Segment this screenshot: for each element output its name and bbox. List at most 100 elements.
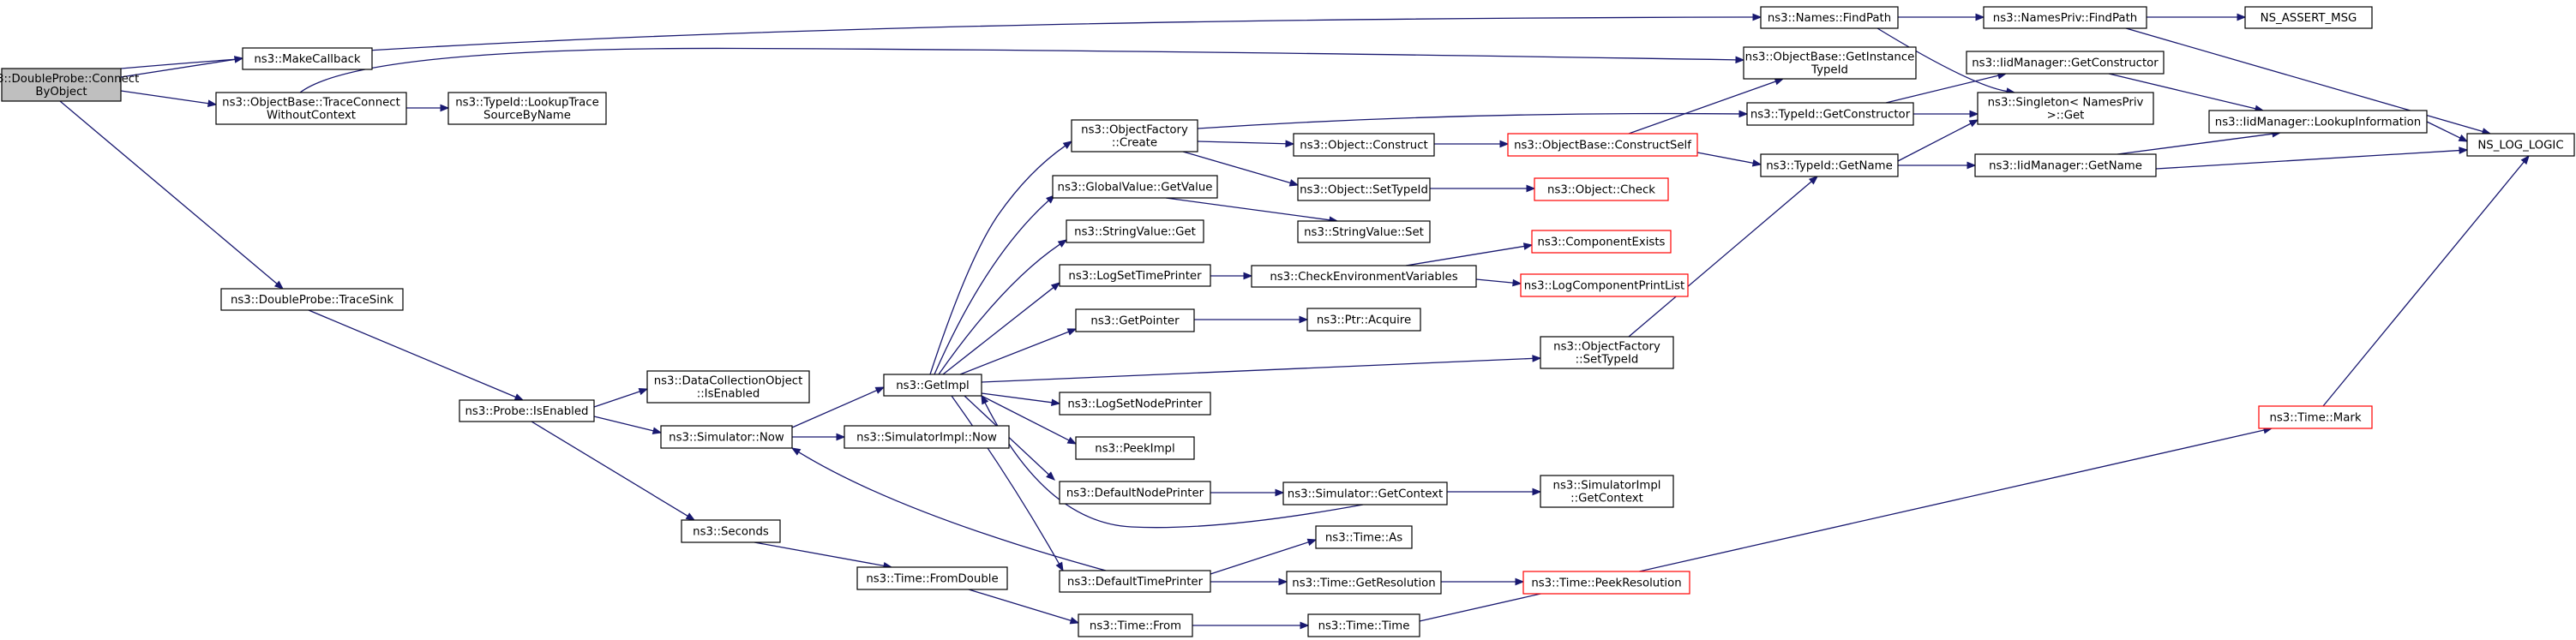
node-timemark[interactable]: ns3::Time::Mark: [2258, 405, 2373, 429]
node-getimpl[interactable]: ns3::GetImpl: [883, 374, 982, 397]
node-objcheck[interactable]: ns3::Object::Check: [1534, 177, 1669, 201]
node-timeas[interactable]: ns3::Time::As: [1315, 525, 1413, 549]
node-simimplgetcontext[interactable]: ns3::SimulatorImpl::GetContext: [1540, 475, 1674, 508]
edge-root-to-traceconnect: [120, 90, 218, 107]
edge-typeidgetctor-to-singletonget: [1913, 110, 1979, 118]
edge-iidgetname-to-iidlookupinfo: [2117, 129, 2282, 155]
node-label: ns3::Time::PeekResolution: [1531, 577, 1681, 590]
edge-isenabled-to-dcoisenabled: [593, 387, 649, 408]
node-namesfindpath[interactable]: ns3::Names::FindPath: [1760, 6, 1899, 29]
edge-namesfindpath-to-namesprivfindpath: [1898, 13, 1985, 21]
node-ptracquire[interactable]: ns3::Ptr::Acquire: [1306, 308, 1421, 332]
node-simimplnow[interactable]: ns3::SimulatorImpl::Now: [844, 425, 1010, 449]
node-traceconnect[interactable]: ns3::ObjectBase::TraceConnectWithoutCont…: [215, 92, 407, 125]
node-simgetcontext[interactable]: ns3::Simulator::GetContext: [1282, 481, 1448, 505]
node-label: ns3::IidManager::GetConstructor: [1972, 57, 2159, 70]
node-label: ns3::IidManager::LookupInformation: [2215, 117, 2421, 129]
node-label: ns3::LogSetNodePrinter: [1067, 398, 1203, 411]
node-label: TypeId: [1810, 64, 1848, 77]
node-label: ns3::Singleton< NamesPriv: [1988, 97, 2144, 110]
node-label: >::Get: [2047, 110, 2085, 123]
edge-simnow-to-simimplnow: [792, 433, 846, 441]
node-stringvalueget[interactable]: ns3::StringValue::Get: [1066, 219, 1204, 243]
node-ofsettypeid[interactable]: ns3::ObjectFactory::SetTypeId: [1540, 336, 1674, 369]
node-objsettypeid[interactable]: ns3::Object::SetTypeId: [1297, 177, 1431, 201]
node-timetime[interactable]: ns3::Time::Time: [1307, 613, 1420, 637]
node-constructself[interactable]: ns3::ObjectBase::ConstructSelf: [1507, 133, 1698, 157]
edge-timegetres-to-peekresolution: [1441, 577, 1525, 586]
node-seconds[interactable]: ns3::Seconds: [681, 519, 781, 543]
edge-getimpl-to-objfactorycreate: [929, 141, 1073, 375]
edge-isenabled-to-simnow: [593, 416, 663, 434]
node-nsloglogic[interactable]: NS_LOG_LOGIC: [2466, 133, 2575, 157]
edge-objfactorycreate-to-objsettypeid: [1182, 151, 1300, 187]
edge-ofsettypeid-to-typeidgetname: [1628, 176, 1819, 338]
node-label: ns3::GetImpl: [896, 380, 969, 392]
node-nsassertmsg[interactable]: NS_ASSERT_MSG: [2244, 6, 2373, 29]
node-timegetres[interactable]: ns3::Time::GetResolution: [1286, 571, 1442, 595]
node-label: ns3::DefaultTimePrinter: [1067, 576, 1204, 589]
edge-checkenv-to-compexists: [1405, 242, 1534, 266]
node-label: ns3::Object::Check: [1547, 184, 1655, 197]
node-label: ns3::GetPointer: [1090, 315, 1180, 328]
node-label: ns3::Names::FindPath: [1768, 12, 1891, 25]
node-typeidgetctor[interactable]: ns3::TypeId::GetConstructor: [1746, 102, 1914, 126]
node-iidlookupinfo[interactable]: ns3::IidManager::LookupInformation: [2208, 110, 2428, 134]
node-fromdouble[interactable]: ns3::Time::FromDouble: [856, 566, 1008, 590]
node-label: ::Create: [1112, 137, 1157, 150]
node-label: NS_ASSERT_MSG: [2261, 12, 2357, 25]
node-defaulttimeprinter[interactable]: ns3::DefaultTimePrinter: [1059, 570, 1211, 593]
node-gvgetvalue[interactable]: ns3::GlobalValue::GetValue: [1052, 175, 1218, 199]
node-label: ns3::Time::GetResolution: [1292, 577, 1435, 590]
node-iidgetname[interactable]: ns3::IidManager::GetName: [1974, 153, 2157, 177]
node-compexists[interactable]: ns3::ComponentExists: [1531, 230, 1672, 254]
node-stringvalueset[interactable]: ns3::StringValue::Set: [1297, 220, 1431, 243]
node-logsetnodeprinter[interactable]: ns3::LogSetNodePrinter: [1059, 392, 1211, 416]
node-label: ns3::Ptr::Acquire: [1317, 314, 1411, 327]
node-label: ns3::NamesPriv::FindPath: [1993, 12, 2137, 25]
edge-tracesink-to-isenabled: [308, 309, 525, 401]
node-objfactorycreate[interactable]: ns3::ObjectFactory::Create: [1071, 119, 1198, 153]
node-typeidgetname[interactable]: ns3::TypeId::GetName: [1760, 153, 1899, 177]
node-label: ns3::ObjectBase::GetInstance: [1745, 51, 1915, 64]
node-simnow[interactable]: ns3::Simulator::Now: [660, 425, 793, 449]
node-checkenv[interactable]: ns3::CheckEnvironmentVariables: [1251, 265, 1477, 288]
edge-timefrom-to-timetime: [1192, 621, 1310, 630]
node-logcompprintlist[interactable]: ns3::LogComponentPrintList: [1520, 273, 1689, 297]
node-singletonget[interactable]: ns3::Singleton< NamesPriv>::Get: [1977, 92, 2154, 125]
edge-getimpl-to-logsetnodeprinter: [981, 392, 1061, 407]
node-label: ns3::TypeId::LookupTrace: [455, 97, 599, 110]
node-label: WithoutContext: [267, 110, 356, 123]
node-objconstruct[interactable]: ns3::Object::Construct: [1293, 133, 1435, 157]
edge-getimpl-to-ofsettypeid: [981, 355, 1542, 383]
node-timefrom[interactable]: ns3::Time::From: [1078, 613, 1193, 637]
node-isenabled[interactable]: ns3::Probe::IsEnabled: [459, 399, 595, 422]
node-defaultnodeprinter[interactable]: ns3::DefaultNodePrinter: [1059, 481, 1211, 505]
node-label: ns3::DoubleProbe::TraceSink: [231, 294, 393, 307]
node-logsettimeprinter[interactable]: ns3::LogSetTimePrinter: [1059, 264, 1211, 287]
node-label: NS_LOG_LOGIC: [2477, 140, 2563, 153]
edge-simnow-to-getimpl: [791, 386, 886, 428]
node-label: ns3::TypeId::GetConstructor: [1750, 109, 1911, 122]
edge-getimpl-to-gvgetvalue: [934, 194, 1056, 375]
node-dcoisenabled[interactable]: ns3::DataCollectionObject::IsEnabled: [646, 370, 810, 404]
node-peekimpl[interactable]: ns3::PeekImpl: [1075, 436, 1195, 460]
node-getpointer[interactable]: ns3::GetPointer: [1075, 308, 1195, 332]
edge-seconds-to-fromdouble: [754, 541, 893, 570]
node-namesprivfindpath[interactable]: ns3::NamesPriv::FindPath: [1983, 6, 2147, 29]
edge-defaulttimeprinter-to-timegetres: [1210, 577, 1288, 586]
edge-objconstruct-to-constructself: [1434, 140, 1510, 148]
node-peekresolution[interactable]: ns3::Time::PeekResolution: [1522, 571, 1690, 595]
edge-iidgetname-to-nsloglogic: [2155, 147, 2469, 170]
node-iidgetctor[interactable]: ns3::IidManager::GetConstructor: [1966, 51, 2165, 75]
node-label: ns3::Time::FromDouble: [866, 573, 998, 586]
node-tracesink[interactable]: ns3::DoubleProbe::TraceSink: [220, 288, 404, 311]
node-label: ns3::ObjectBase::ConstructSelf: [1514, 140, 1691, 153]
node-label: ns3::CheckEnvironmentVariables: [1270, 271, 1457, 284]
node-label: SourceByName: [483, 110, 571, 123]
node-makecallback[interactable]: ns3::MakeCallback: [242, 47, 373, 70]
